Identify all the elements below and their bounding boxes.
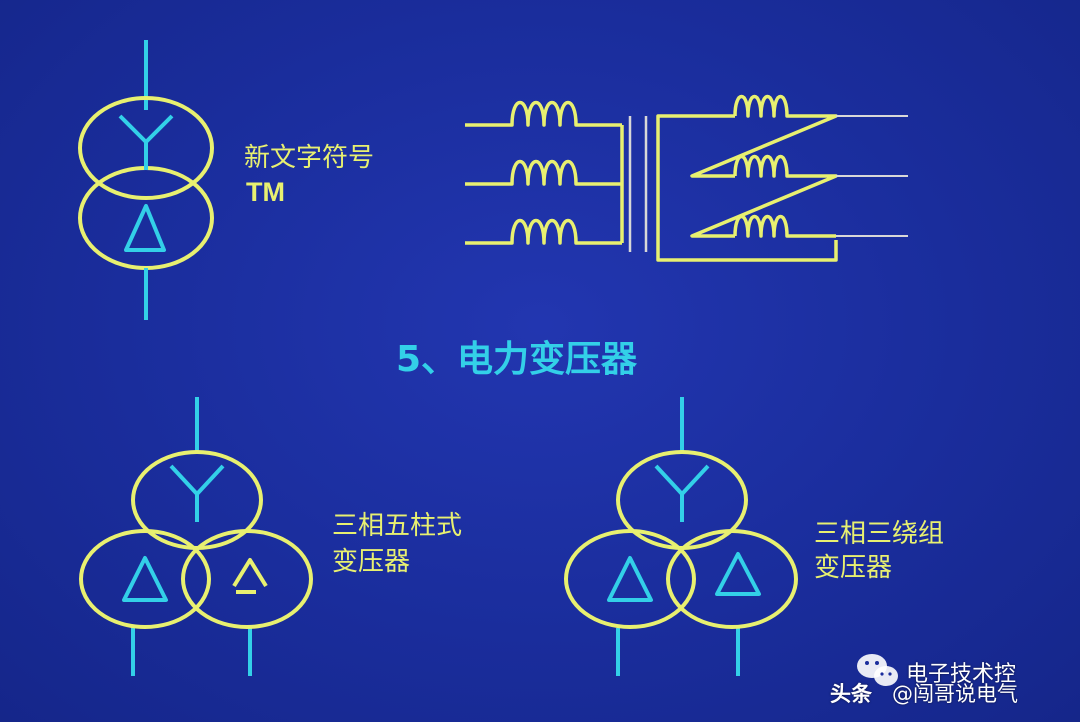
lower-right-winding-circle [666,529,798,629]
secondary-coil-1 [690,94,838,178]
watermark-channel-name: 电子技术控 [906,662,1017,687]
five-limb-label-line2: 变压器 [332,547,411,577]
five-limb-label-line1: 三相五柱式 [332,511,463,541]
delta-icon [122,556,168,602]
watermark-platform: 头条 [830,682,872,706]
section-title: 5、电力变压器 [396,339,638,380]
two-winding-transformer-symbol [78,40,214,320]
lower-left-winding-circle [564,529,696,629]
five-limb-transformer-symbol [79,397,313,676]
delta-icon [124,204,166,252]
secondary-coil-2 [690,154,838,238]
secondary-coil-3 [733,214,836,238]
watermark-handle: @闯哥说电气 [892,682,1018,706]
three-winding-transformer-symbol [564,397,798,676]
open-delta-icon [232,558,268,588]
new-symbol-label: 新文字符号 [244,143,375,173]
wye-icon [118,114,174,170]
primary-coil-1 [465,101,622,127]
wye-icon [169,464,225,522]
secondary-neutral-frame [656,114,838,262]
three-winding-label-line2: 变压器 [814,553,893,583]
lower-left-winding-circle [79,529,211,629]
wye-icon [654,464,710,522]
lower-winding-circle [78,166,214,270]
delta-icon-right [715,552,761,596]
tm-symbol-label: TM [246,177,285,207]
lower-right-winding-circle [181,529,313,629]
wechat-icon [857,654,898,686]
primary-coil-3 [465,219,622,245]
three-winding-label-line1: 三相三绕组 [814,519,945,549]
primary-coil-2 [465,160,622,186]
upper-winding-circle [78,96,214,200]
zigzag-winding-diagram [465,94,908,262]
delta-icon-left [607,556,653,602]
